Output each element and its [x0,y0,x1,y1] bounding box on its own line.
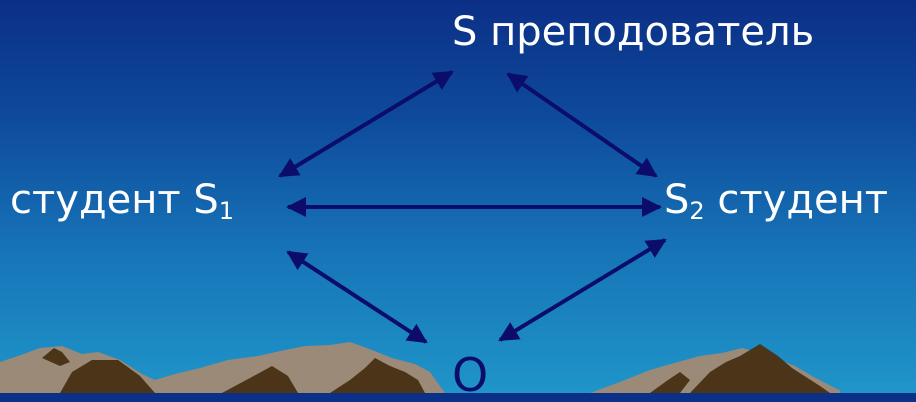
student2-symbol: S [664,177,690,223]
ground-strip [840,382,916,393]
mountain-right-shadow [690,344,830,393]
node-student2: S2 студент [664,177,889,223]
arrow-student1-object [286,250,428,344]
teacher-text: преподователь [490,9,815,55]
diagram-stage: S преподователь студент S1 S2 студент O [0,12,916,398]
mountain-peak-shadow [330,358,425,393]
arrow-teacher-student1 [278,70,454,178]
mountain-small-peak [42,348,70,366]
arrow-teacher-student2 [506,72,658,178]
arrows [278,70,667,344]
student1-index: 1 [218,197,235,225]
student1-text: студент [10,177,181,223]
mountains [0,342,916,393]
node-teacher: S преподователь [452,12,814,52]
arrow-student2-object [498,238,667,342]
mountain-center-shadow [222,366,298,393]
student1-symbol: S [193,177,219,223]
object-symbol: O [452,348,489,402]
mountain-left-shadow [60,360,155,393]
mountain-right-small-shadow [650,372,690,393]
node-object: O [452,352,488,398]
student2-index: 2 [689,197,705,225]
node-student1: студент S1 [10,177,234,223]
teacher-symbol: S [452,9,478,55]
student2-text: студент [717,177,889,223]
diagram-canvas [0,70,916,393]
